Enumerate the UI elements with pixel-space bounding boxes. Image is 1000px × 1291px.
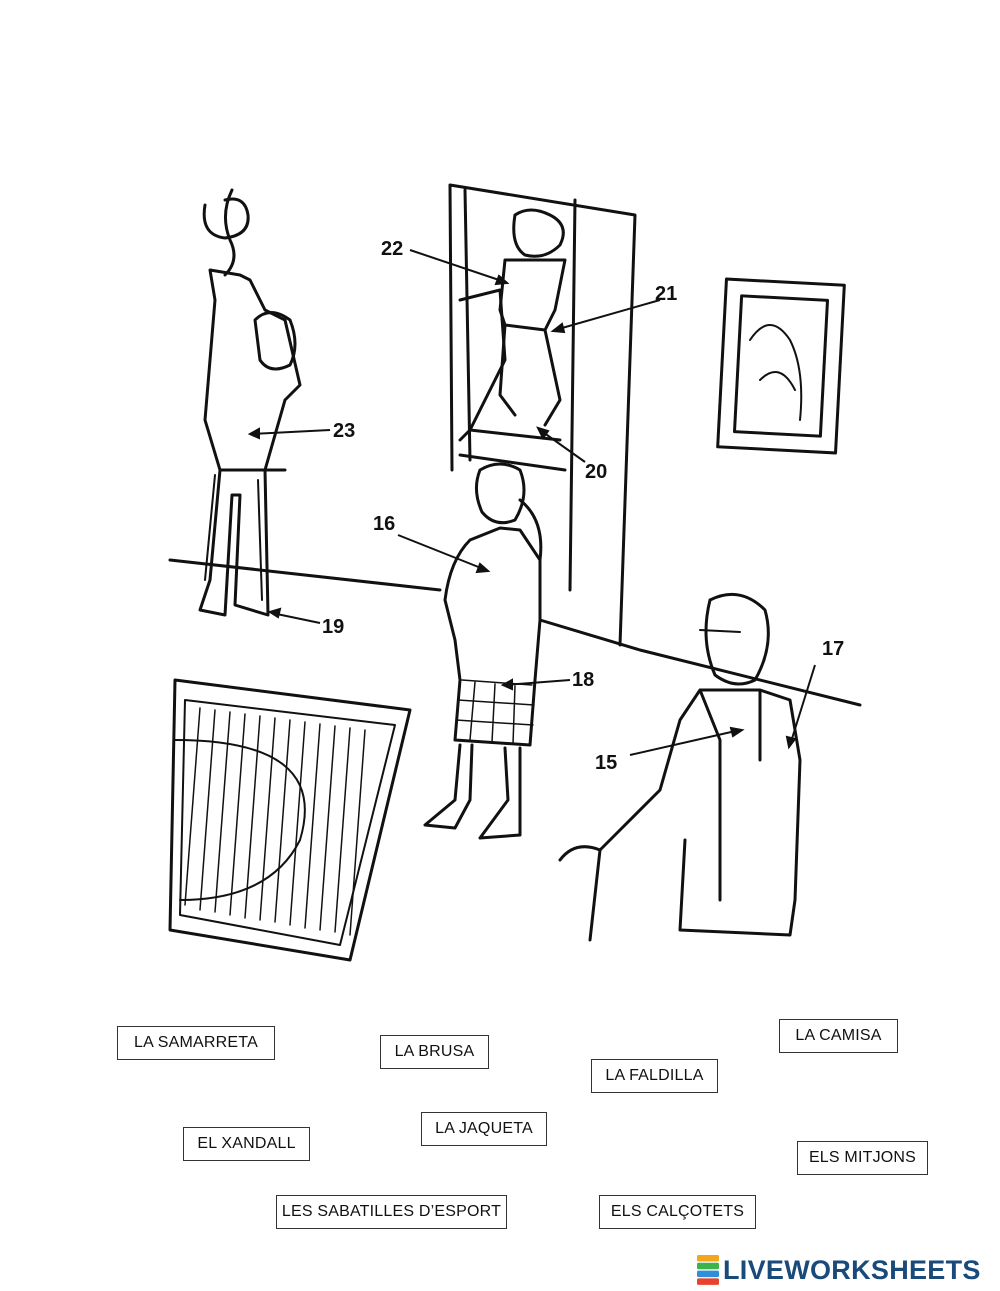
label-number: 15 — [595, 752, 617, 774]
word-box[interactable]: LA CAMISA — [779, 1019, 898, 1053]
doorway — [448, 183, 637, 647]
word-box[interactable]: ELS CALÇOTETS — [599, 1195, 756, 1229]
live-logo-icon — [697, 1255, 719, 1285]
label-number: 18 — [572, 669, 594, 691]
floor-line — [168, 558, 862, 707]
rug — [168, 678, 412, 962]
label-number: 23 — [333, 420, 355, 442]
child-tracksuit-figure — [198, 268, 302, 617]
label-number: 21 — [655, 283, 677, 305]
label-number: 22 — [381, 238, 403, 260]
bed — [458, 288, 567, 472]
label-number: 19 — [322, 616, 344, 638]
word-box[interactable]: LA JAQUETA — [421, 1112, 547, 1146]
picture-frame — [716, 277, 846, 455]
brand-name: LIVEWORKSHEETS — [723, 1254, 981, 1285]
boy-underwear-figure — [498, 208, 567, 427]
label-number: 17 — [822, 638, 844, 660]
label-number: 16 — [373, 513, 395, 535]
girl-skirt-figure — [443, 462, 543, 747]
clothing-illustration: 22 21 23 20 16 19 18 17 15 — [168, 183, 862, 962]
word-box[interactable]: LA SAMARRETA — [117, 1026, 275, 1060]
old-man-figure — [598, 592, 802, 937]
word-box[interactable]: EL XANDALL — [183, 1127, 310, 1161]
word-box[interactable]: LES SABATILLES D’ESPORT — [276, 1195, 507, 1229]
liveworksheets-logo: LIVEWORKSHEETS — [697, 1253, 981, 1287]
label-number: 20 — [585, 461, 607, 483]
word-box[interactable]: ELS MITJONS — [797, 1141, 928, 1175]
ceiling-lamp — [202, 188, 250, 277]
word-box[interactable]: LA BRUSA — [380, 1035, 489, 1069]
walking-cane — [558, 845, 602, 942]
word-box[interactable]: LA FALDILLA — [591, 1059, 718, 1093]
